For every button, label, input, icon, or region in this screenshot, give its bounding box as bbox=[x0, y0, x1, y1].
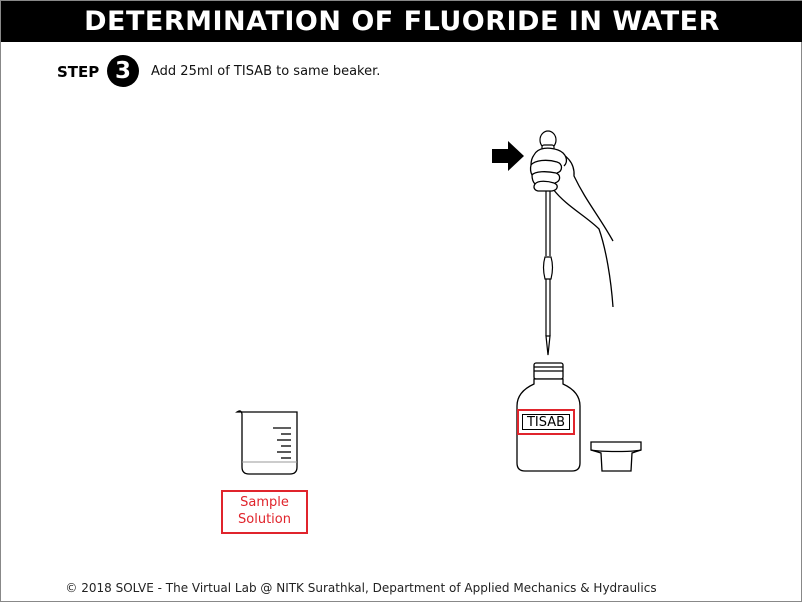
hand-icon bbox=[529, 147, 614, 308]
bottle-cap[interactable] bbox=[590, 441, 642, 472]
sample-label-line1: Sample bbox=[240, 495, 289, 510]
footer-copyright: © 2018 SOLVE - The Virtual Lab @ NITK Su… bbox=[65, 581, 657, 595]
step-text: Add 25ml of TISAB to same beaker. bbox=[151, 64, 381, 79]
beaker[interactable] bbox=[235, 410, 298, 475]
tisab-label: TISAB bbox=[517, 409, 575, 435]
sample-solution-label: Sample Solution bbox=[221, 490, 308, 534]
step-label: STEP bbox=[57, 63, 100, 81]
pipette-icon[interactable] bbox=[539, 130, 557, 356]
right-arrow-icon bbox=[492, 141, 524, 171]
tisab-label-text: TISAB bbox=[522, 414, 570, 430]
step-number-badge: 3 bbox=[107, 55, 139, 87]
sample-label-line2: Solution bbox=[238, 512, 291, 527]
page-title: DETERMINATION OF FLUORIDE IN WATER bbox=[1, 1, 802, 42]
